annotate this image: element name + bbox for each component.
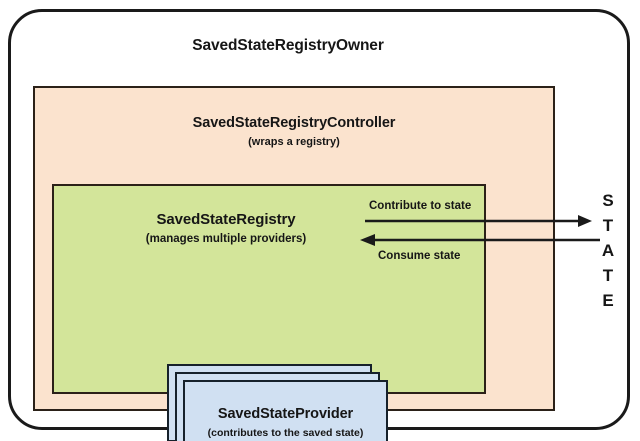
state-letter-t2: T [602, 266, 614, 285]
state-axis-label: S T A T E [597, 188, 619, 313]
consume-arrow-label: Consume state [378, 250, 461, 262]
registry-box: SavedStateRegistry (manages multiple pro… [52, 184, 486, 441]
controller-box: SavedStateRegistryController (wraps a re… [33, 86, 555, 441]
registry-subtitle: (manages multiple providers) [145, 233, 307, 245]
provider-title: SavedStateProvider [217, 406, 354, 422]
state-letter-e: E [602, 291, 614, 310]
controller-title: SavedStateRegistryController [192, 115, 396, 131]
controller-subtitle: (wraps a registry) [248, 136, 340, 148]
provider-subtitle: (contributes to the saved state) [207, 427, 364, 439]
state-letter-t1: T [602, 216, 614, 235]
contribute-arrow-label: Contribute to state [369, 200, 472, 212]
registry-title: SavedStateRegistry [156, 211, 296, 228]
provider-card-front: SavedStateProvider (contributes to the s… [183, 380, 388, 441]
state-letter-a: A [601, 241, 615, 260]
owner-title: SavedStateRegistryOwner [192, 37, 384, 54]
state-letter-s: S [602, 191, 614, 210]
provider-stack: SavedStateProvider (contributes to the s… [167, 364, 388, 441]
